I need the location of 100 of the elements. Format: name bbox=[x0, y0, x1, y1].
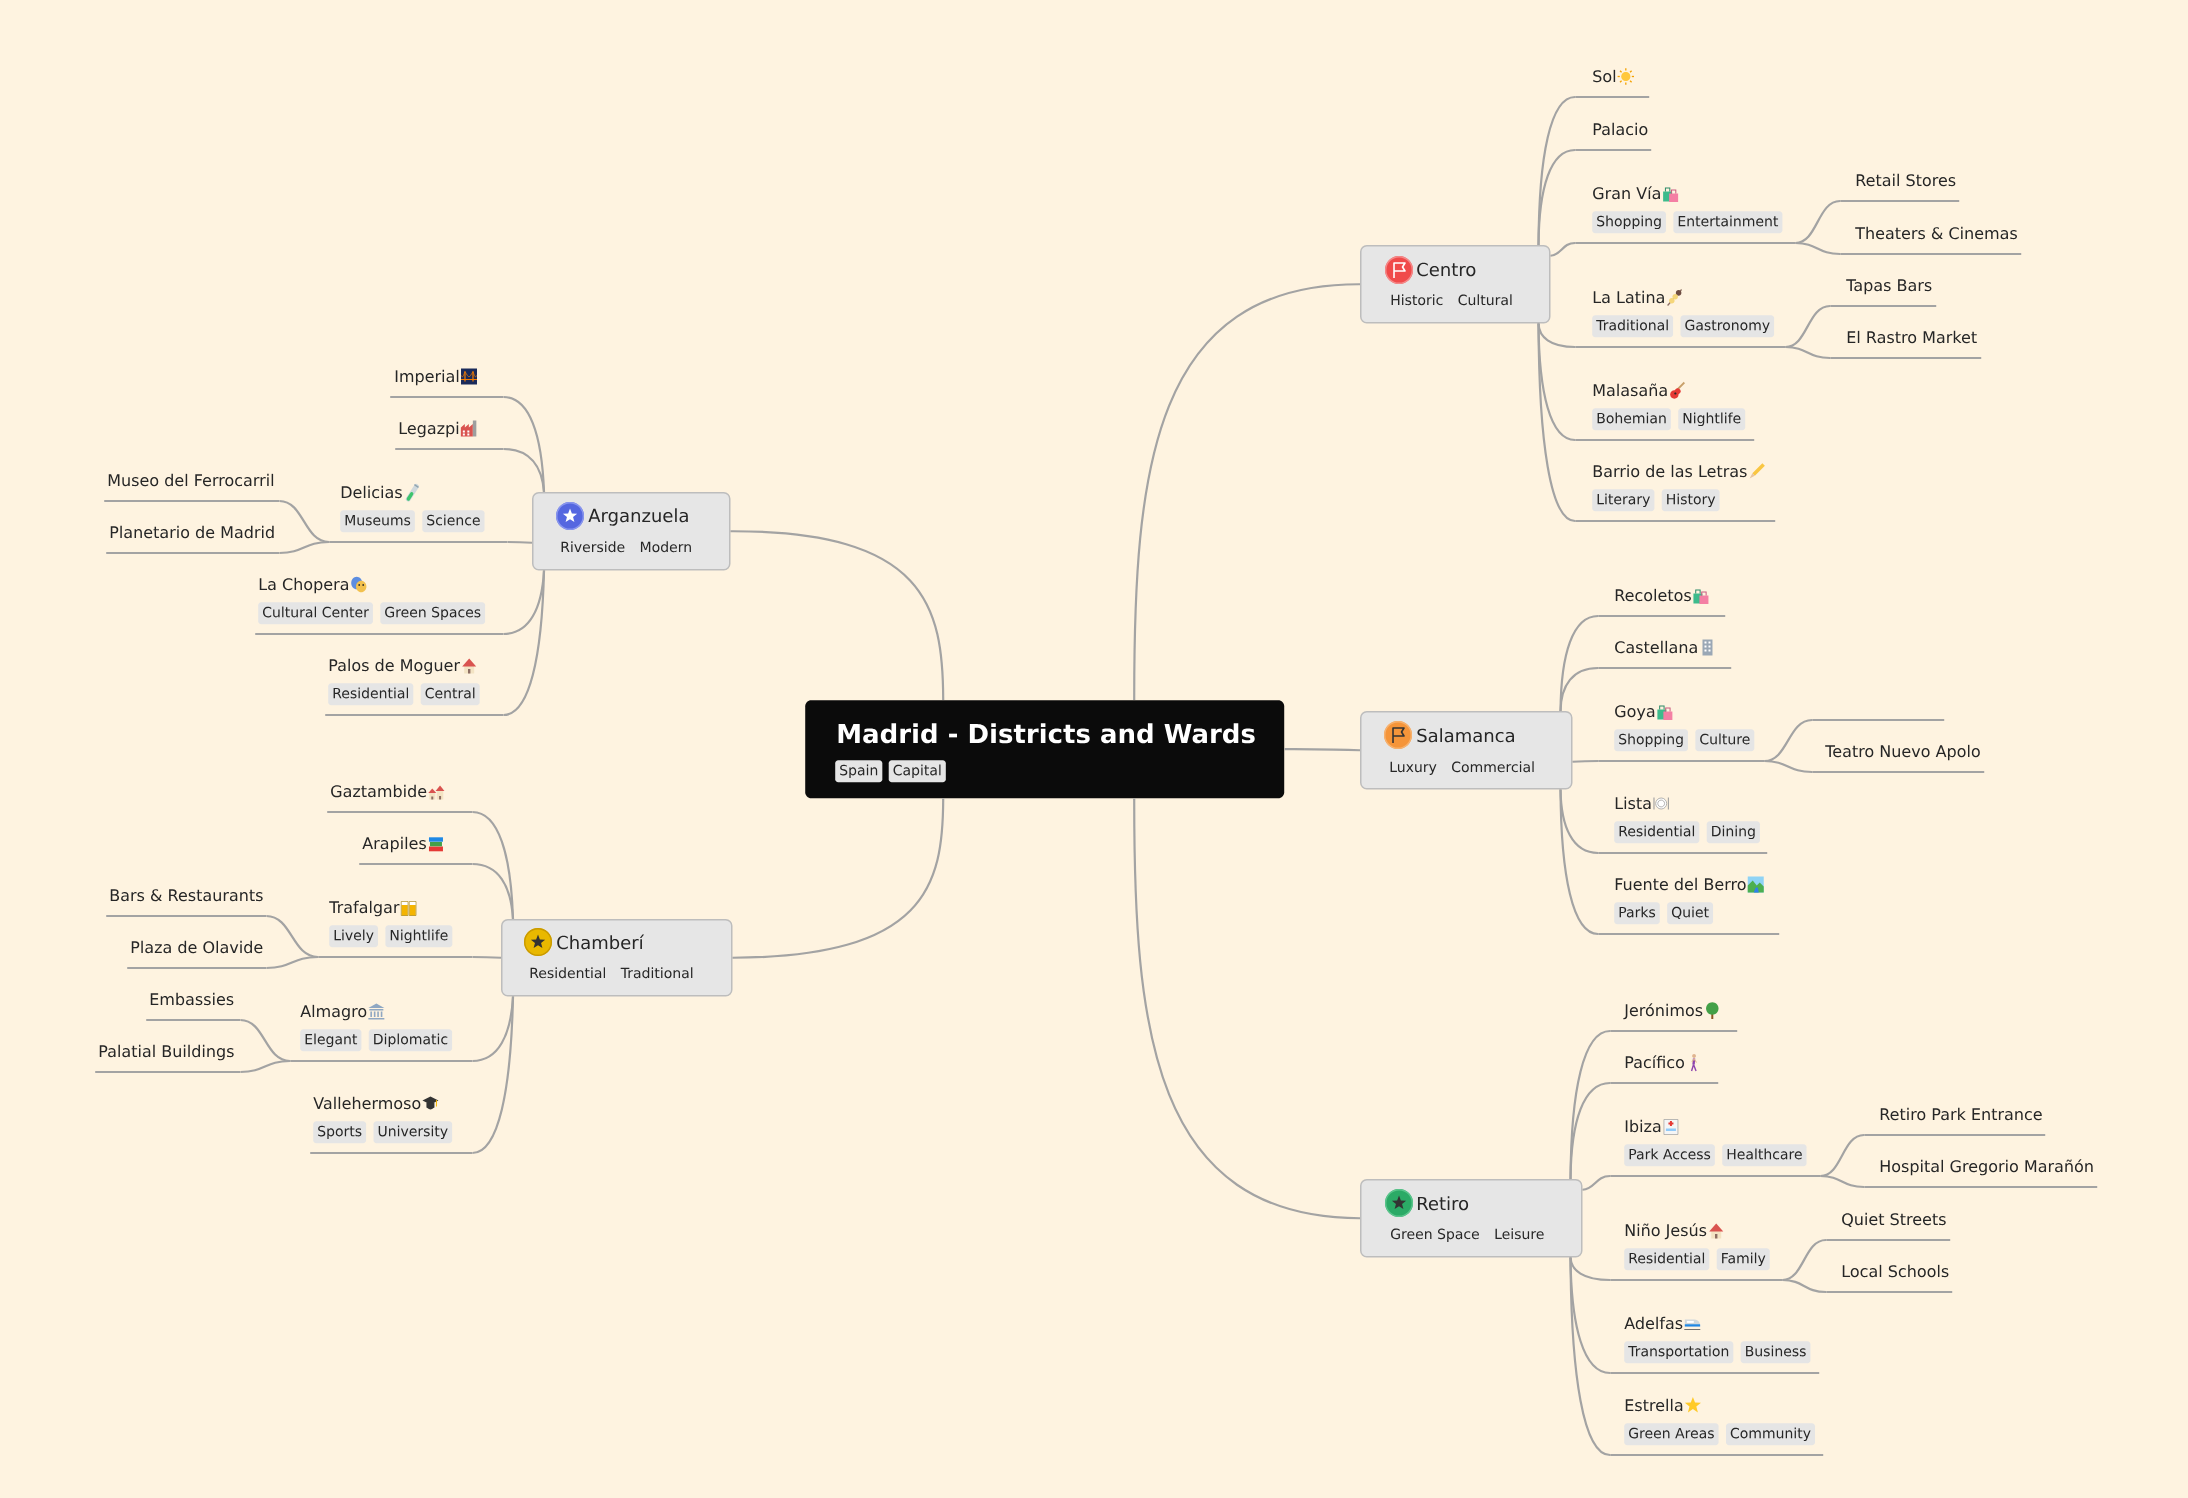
subtopic-label: Gaztambide bbox=[331, 784, 427, 798]
subtopic-label: La Latina bbox=[1593, 290, 1664, 304]
subtopic-label: Tapas Bars bbox=[1846, 279, 1932, 295]
tag-chip: Parks bbox=[1614, 902, 1660, 925]
subtopic-label: Gran Vía bbox=[1593, 186, 1660, 200]
tag-chip: Transportation bbox=[1624, 1341, 1734, 1364]
keyword-label: Commercial bbox=[1452, 761, 1534, 773]
subtopic-label: Bars & Restaurants bbox=[110, 889, 263, 902]
connector bbox=[266, 955, 319, 970]
branch-title: Centro bbox=[1417, 262, 1476, 277]
subtopic-label: Embassies bbox=[150, 992, 234, 1006]
keyword-label: Luxury bbox=[1390, 761, 1437, 775]
connector bbox=[1569, 1081, 1611, 1180]
subtopic-label: Trafalgar bbox=[329, 900, 400, 917]
subtopic-label: Goya bbox=[1615, 705, 1655, 721]
tag-chip: Entertainment bbox=[1673, 211, 1783, 234]
subtopic-label: Delicias bbox=[341, 485, 402, 499]
connector bbox=[1284, 748, 1361, 752]
tag-chip: Museums bbox=[340, 510, 415, 533]
connector bbox=[732, 798, 945, 959]
subtopic-label: Arapiles bbox=[362, 836, 426, 853]
subtopic-label: Sol bbox=[1593, 69, 1616, 83]
connector bbox=[472, 996, 515, 1155]
subtopic-label: Planetario de Madrid bbox=[110, 525, 274, 539]
tag-chip: Residential bbox=[1614, 821, 1700, 844]
tag-chip: Nightlife bbox=[1678, 408, 1746, 431]
tag-chip: History bbox=[1661, 489, 1720, 512]
subtopic-label: Imperial bbox=[395, 369, 459, 386]
tag-chip: Green Areas bbox=[1624, 1423, 1719, 1446]
tag-chip: Shopping bbox=[1592, 211, 1666, 234]
tag-chip: Traditional bbox=[1592, 315, 1674, 338]
connector bbox=[1582, 1174, 1611, 1191]
connector bbox=[1559, 614, 1599, 712]
tag-chip: Lively bbox=[329, 925, 378, 948]
tag-chip: Cultural Center bbox=[258, 602, 373, 625]
tag-chip: Bohemian bbox=[1592, 408, 1671, 431]
subtopic-label: Estrella bbox=[1625, 1398, 1683, 1412]
connector bbox=[730, 530, 945, 701]
subtopic-label: Fuente del Berro bbox=[1615, 877, 1746, 891]
subtopic-label: Ibiza bbox=[1625, 1119, 1661, 1133]
topic-title: Madrid - Districts and Wards bbox=[838, 723, 1255, 744]
tag-chip: Business bbox=[1740, 1341, 1811, 1364]
subtopic-label: El Rastro Market bbox=[1847, 330, 1977, 344]
connector bbox=[507, 540, 533, 544]
connector bbox=[1133, 283, 1361, 700]
subtopic-label: Plaza de Olavide bbox=[131, 940, 263, 954]
tag-chip: Diplomatic bbox=[368, 1029, 453, 1052]
tag-chip: Park Access bbox=[1624, 1144, 1715, 1167]
tag-chip: Capital bbox=[888, 760, 946, 783]
connector bbox=[1785, 345, 1831, 360]
subtopic-label: Lista bbox=[1615, 796, 1651, 810]
connector bbox=[1764, 759, 1813, 774]
keyword-label: Riverside bbox=[561, 541, 625, 553]
tag-chip: Green Spaces bbox=[380, 602, 486, 625]
branch-title: Arganzuela bbox=[588, 508, 688, 526]
branch-title: Salamanca bbox=[1417, 728, 1514, 743]
connector bbox=[1550, 241, 1576, 257]
keyword-label: Green Space bbox=[1391, 1228, 1479, 1242]
connector bbox=[1572, 759, 1598, 763]
connector bbox=[1782, 1278, 1827, 1294]
tag-chip: Residential bbox=[1624, 1248, 1710, 1271]
tag-chip: Literary bbox=[1592, 489, 1655, 512]
connector bbox=[1537, 148, 1576, 246]
subtopic-label: Museo del Ferrocarril bbox=[108, 473, 274, 487]
keyword-label: Modern bbox=[640, 541, 691, 553]
subtopic-label: Niño Jesús bbox=[1625, 1223, 1707, 1240]
tag-chip: Central bbox=[420, 683, 480, 706]
connector bbox=[279, 540, 330, 555]
subtopic-label: Castellana bbox=[1615, 640, 1697, 654]
tag-chip: Shopping bbox=[1614, 729, 1688, 752]
subtopic-label: Recoletos bbox=[1615, 588, 1691, 602]
subtopic-label: Malasaña bbox=[1593, 383, 1667, 397]
tag-chip: Spain bbox=[835, 760, 883, 783]
tag-chip: Healthcare bbox=[1722, 1144, 1807, 1167]
subtopic-label: Jerónimos bbox=[1623, 1003, 1703, 1020]
connector bbox=[1133, 798, 1361, 1220]
underline bbox=[1812, 718, 1945, 722]
keyword-label: Residential bbox=[530, 967, 606, 979]
tag-chip: University bbox=[373, 1121, 453, 1144]
branch-title: Retiro bbox=[1418, 1196, 1469, 1211]
connector bbox=[1820, 1174, 1865, 1189]
branch-title: Chamberí bbox=[557, 934, 645, 950]
tag-chip: Family bbox=[1716, 1248, 1770, 1271]
subtopic-label: La Chopera bbox=[259, 577, 348, 594]
subtopic-label: Almagro bbox=[300, 1004, 367, 1021]
tag-chip: Community bbox=[1725, 1423, 1815, 1446]
tag-chip: Gastronomy bbox=[1680, 315, 1775, 338]
tag-chip: Sports bbox=[313, 1121, 367, 1144]
subtopic-label: Legazpi bbox=[399, 421, 459, 438]
connector bbox=[472, 862, 515, 920]
subtopic-label: Quiet Streets bbox=[1842, 1212, 1946, 1228]
subtopic-label: Palos de Moguer bbox=[329, 658, 460, 675]
subtopic-label: Retail Stores bbox=[1856, 173, 1956, 187]
connector bbox=[503, 570, 546, 717]
subtopic-label: Vallehermoso bbox=[313, 1096, 421, 1110]
keyword-label: Historic bbox=[1391, 294, 1443, 306]
subtopic-label: Teatro Nuevo Apolo bbox=[1825, 744, 1980, 761]
connector bbox=[1537, 323, 1576, 523]
tag-chip: Quiet bbox=[1667, 902, 1714, 925]
tag-chip: Science bbox=[422, 510, 485, 533]
